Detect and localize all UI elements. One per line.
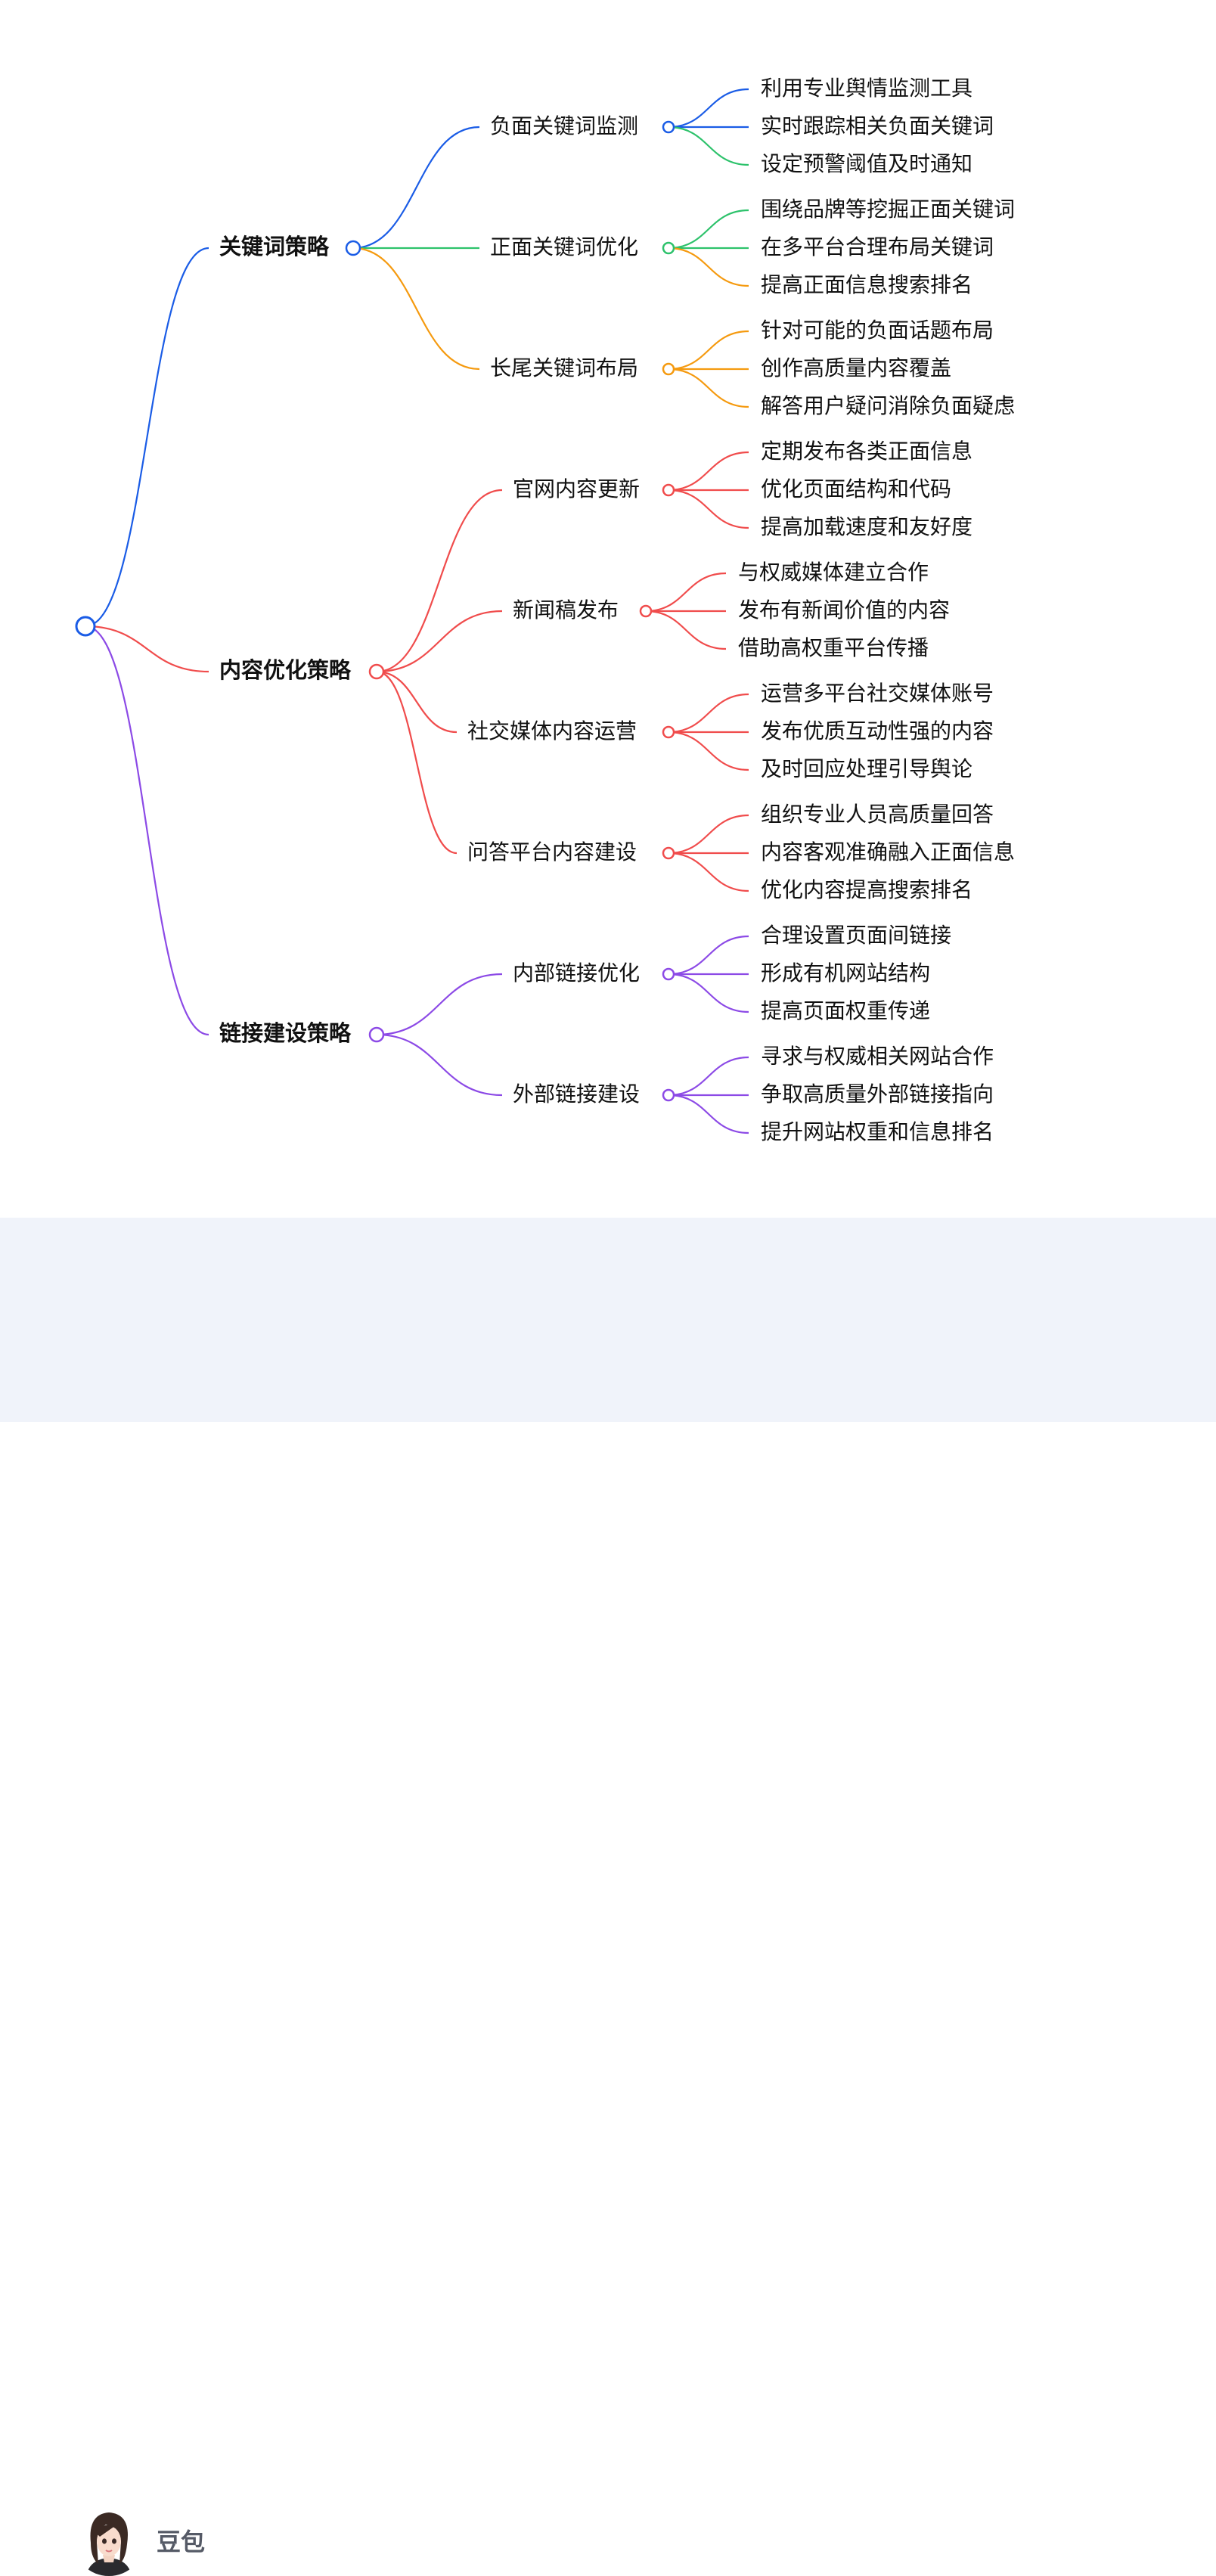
child-node-circle xyxy=(662,483,675,497)
child-node-circle xyxy=(662,846,675,860)
child-label: 外部链接建设 xyxy=(513,1082,640,1106)
leaf-label: 设定预警阈值及时通知 xyxy=(761,151,972,176)
mindmap-canvas: 关键词策略 负面关键词监测 利用专业舆情监测工具实时跟踪相关负面关键词设定预警阈值及… xyxy=(75,76,1015,1144)
child-to-leaf-connector xyxy=(668,693,749,734)
branch-node-circle xyxy=(368,1026,385,1043)
leaf-label: 与权威媒体建立合作 xyxy=(738,560,929,585)
child-node-circle xyxy=(662,362,675,376)
child-to-leaf-connector xyxy=(668,209,749,250)
child-node-circle xyxy=(662,241,675,255)
leaf-label: 针对可能的负面话题布局 xyxy=(761,318,994,343)
leaf-label: 运营多平台社交媒体账号 xyxy=(761,681,994,706)
child-node-circle xyxy=(639,604,653,618)
root-node-circle xyxy=(75,616,96,637)
branch-to-child-connector xyxy=(352,247,480,371)
leaf-label: 寻求与权威相关网站合作 xyxy=(761,1044,994,1069)
brand-name: 豆包 xyxy=(157,2528,206,2556)
leaf-label: 利用专业舆情监测工具 xyxy=(761,76,972,101)
child-to-leaf-connector xyxy=(645,572,727,613)
child-to-leaf-connector xyxy=(668,451,749,492)
child-to-leaf-connector xyxy=(668,731,749,771)
branch-to-child-connector xyxy=(376,670,458,734)
leaf-label: 发布有新闻价值的内容 xyxy=(738,597,950,622)
leaf-label: 优化页面结构和代码 xyxy=(761,476,951,501)
child-to-leaf-connector xyxy=(668,1094,749,1134)
branch-label: 链接建设策略 xyxy=(219,1020,352,1046)
leaf-label: 组织专业人员高质量回答 xyxy=(761,802,994,827)
child-label: 问答平台内容建设 xyxy=(467,840,637,864)
root-to-branch-connector xyxy=(85,625,209,673)
branch-node-circle xyxy=(368,663,385,680)
branch-to-child-connector xyxy=(376,1033,503,1097)
root-to-branch-connector xyxy=(85,247,209,628)
leaf-label: 围绕品牌等挖掘正面关键词 xyxy=(761,197,1015,222)
footer: 豆包 xyxy=(0,1218,1216,2576)
child-to-leaf-connector xyxy=(668,935,749,976)
leaf-label: 解答用户疑问消除负面疑虑 xyxy=(761,393,1015,418)
leaf-label: 合理设置页面间链接 xyxy=(761,923,951,948)
child-to-leaf-connector xyxy=(645,610,727,650)
leaf-label: 借助高权重平台传播 xyxy=(738,635,929,660)
branch-node-circle xyxy=(345,240,361,256)
child-to-leaf-connector xyxy=(668,489,749,529)
branch-to-child-connector xyxy=(352,126,480,250)
child-label: 内部链接优化 xyxy=(513,961,640,985)
child-to-leaf-connector xyxy=(668,247,749,287)
leaf-label: 发布优质互动性强的内容 xyxy=(761,718,994,743)
leaf-label: 定期发布各类正面信息 xyxy=(761,439,972,464)
child-node-circle xyxy=(662,725,675,739)
child-node-circle xyxy=(662,120,675,134)
child-node-circle xyxy=(662,967,675,981)
leaf-label: 提高页面权重传递 xyxy=(761,998,930,1023)
leaf-label: 争取高质量外部链接指向 xyxy=(761,1082,994,1106)
child-label: 新闻稿发布 xyxy=(513,597,619,622)
branch-to-child-connector xyxy=(376,973,503,1036)
child-to-leaf-connector xyxy=(668,1056,749,1097)
child-label: 官网内容更新 xyxy=(513,476,640,501)
leaf-label: 形成有机网站结构 xyxy=(761,961,930,985)
child-label: 社交媒体内容运营 xyxy=(467,718,637,743)
child-to-leaf-connector xyxy=(668,88,749,129)
avatar-icon xyxy=(73,2503,145,2576)
leaf-label: 及时回应处理引导舆论 xyxy=(761,756,972,781)
branch-label: 内容优化策略 xyxy=(219,657,352,683)
child-to-leaf-connector xyxy=(668,814,749,855)
leaf-label: 优化内容提高搜索排名 xyxy=(761,877,972,902)
leaf-label: 提升网站权重和信息排名 xyxy=(761,1119,994,1144)
branch-to-child-connector xyxy=(376,489,503,673)
root-to-branch-connector xyxy=(85,625,209,1036)
leaf-label: 内容客观准确融入正面信息 xyxy=(761,840,1015,864)
child-label: 负面关键词监测 xyxy=(490,113,638,138)
branch-to-child-connector xyxy=(376,670,458,855)
leaf-label: 提高正面信息搜索排名 xyxy=(761,272,972,297)
branch-to-child-connector xyxy=(376,610,503,673)
leaf-label: 创作高质量内容覆盖 xyxy=(761,355,951,380)
child-to-leaf-connector xyxy=(668,330,749,371)
leaf-label: 实时跟踪相关负面关键词 xyxy=(761,113,994,138)
child-to-leaf-connector xyxy=(668,368,749,408)
child-to-leaf-connector xyxy=(668,973,749,1013)
branch-label: 关键词策略 xyxy=(219,234,330,259)
leaf-label: 提高加载速度和友好度 xyxy=(761,514,972,539)
child-node-circle xyxy=(662,1088,675,1102)
child-to-leaf-connector xyxy=(668,852,749,892)
child-label: 正面关键词优化 xyxy=(490,234,638,259)
child-label: 长尾关键词布局 xyxy=(490,355,638,380)
child-to-leaf-connector xyxy=(668,126,749,166)
leaf-label: 在多平台合理布局关键词 xyxy=(761,234,994,259)
